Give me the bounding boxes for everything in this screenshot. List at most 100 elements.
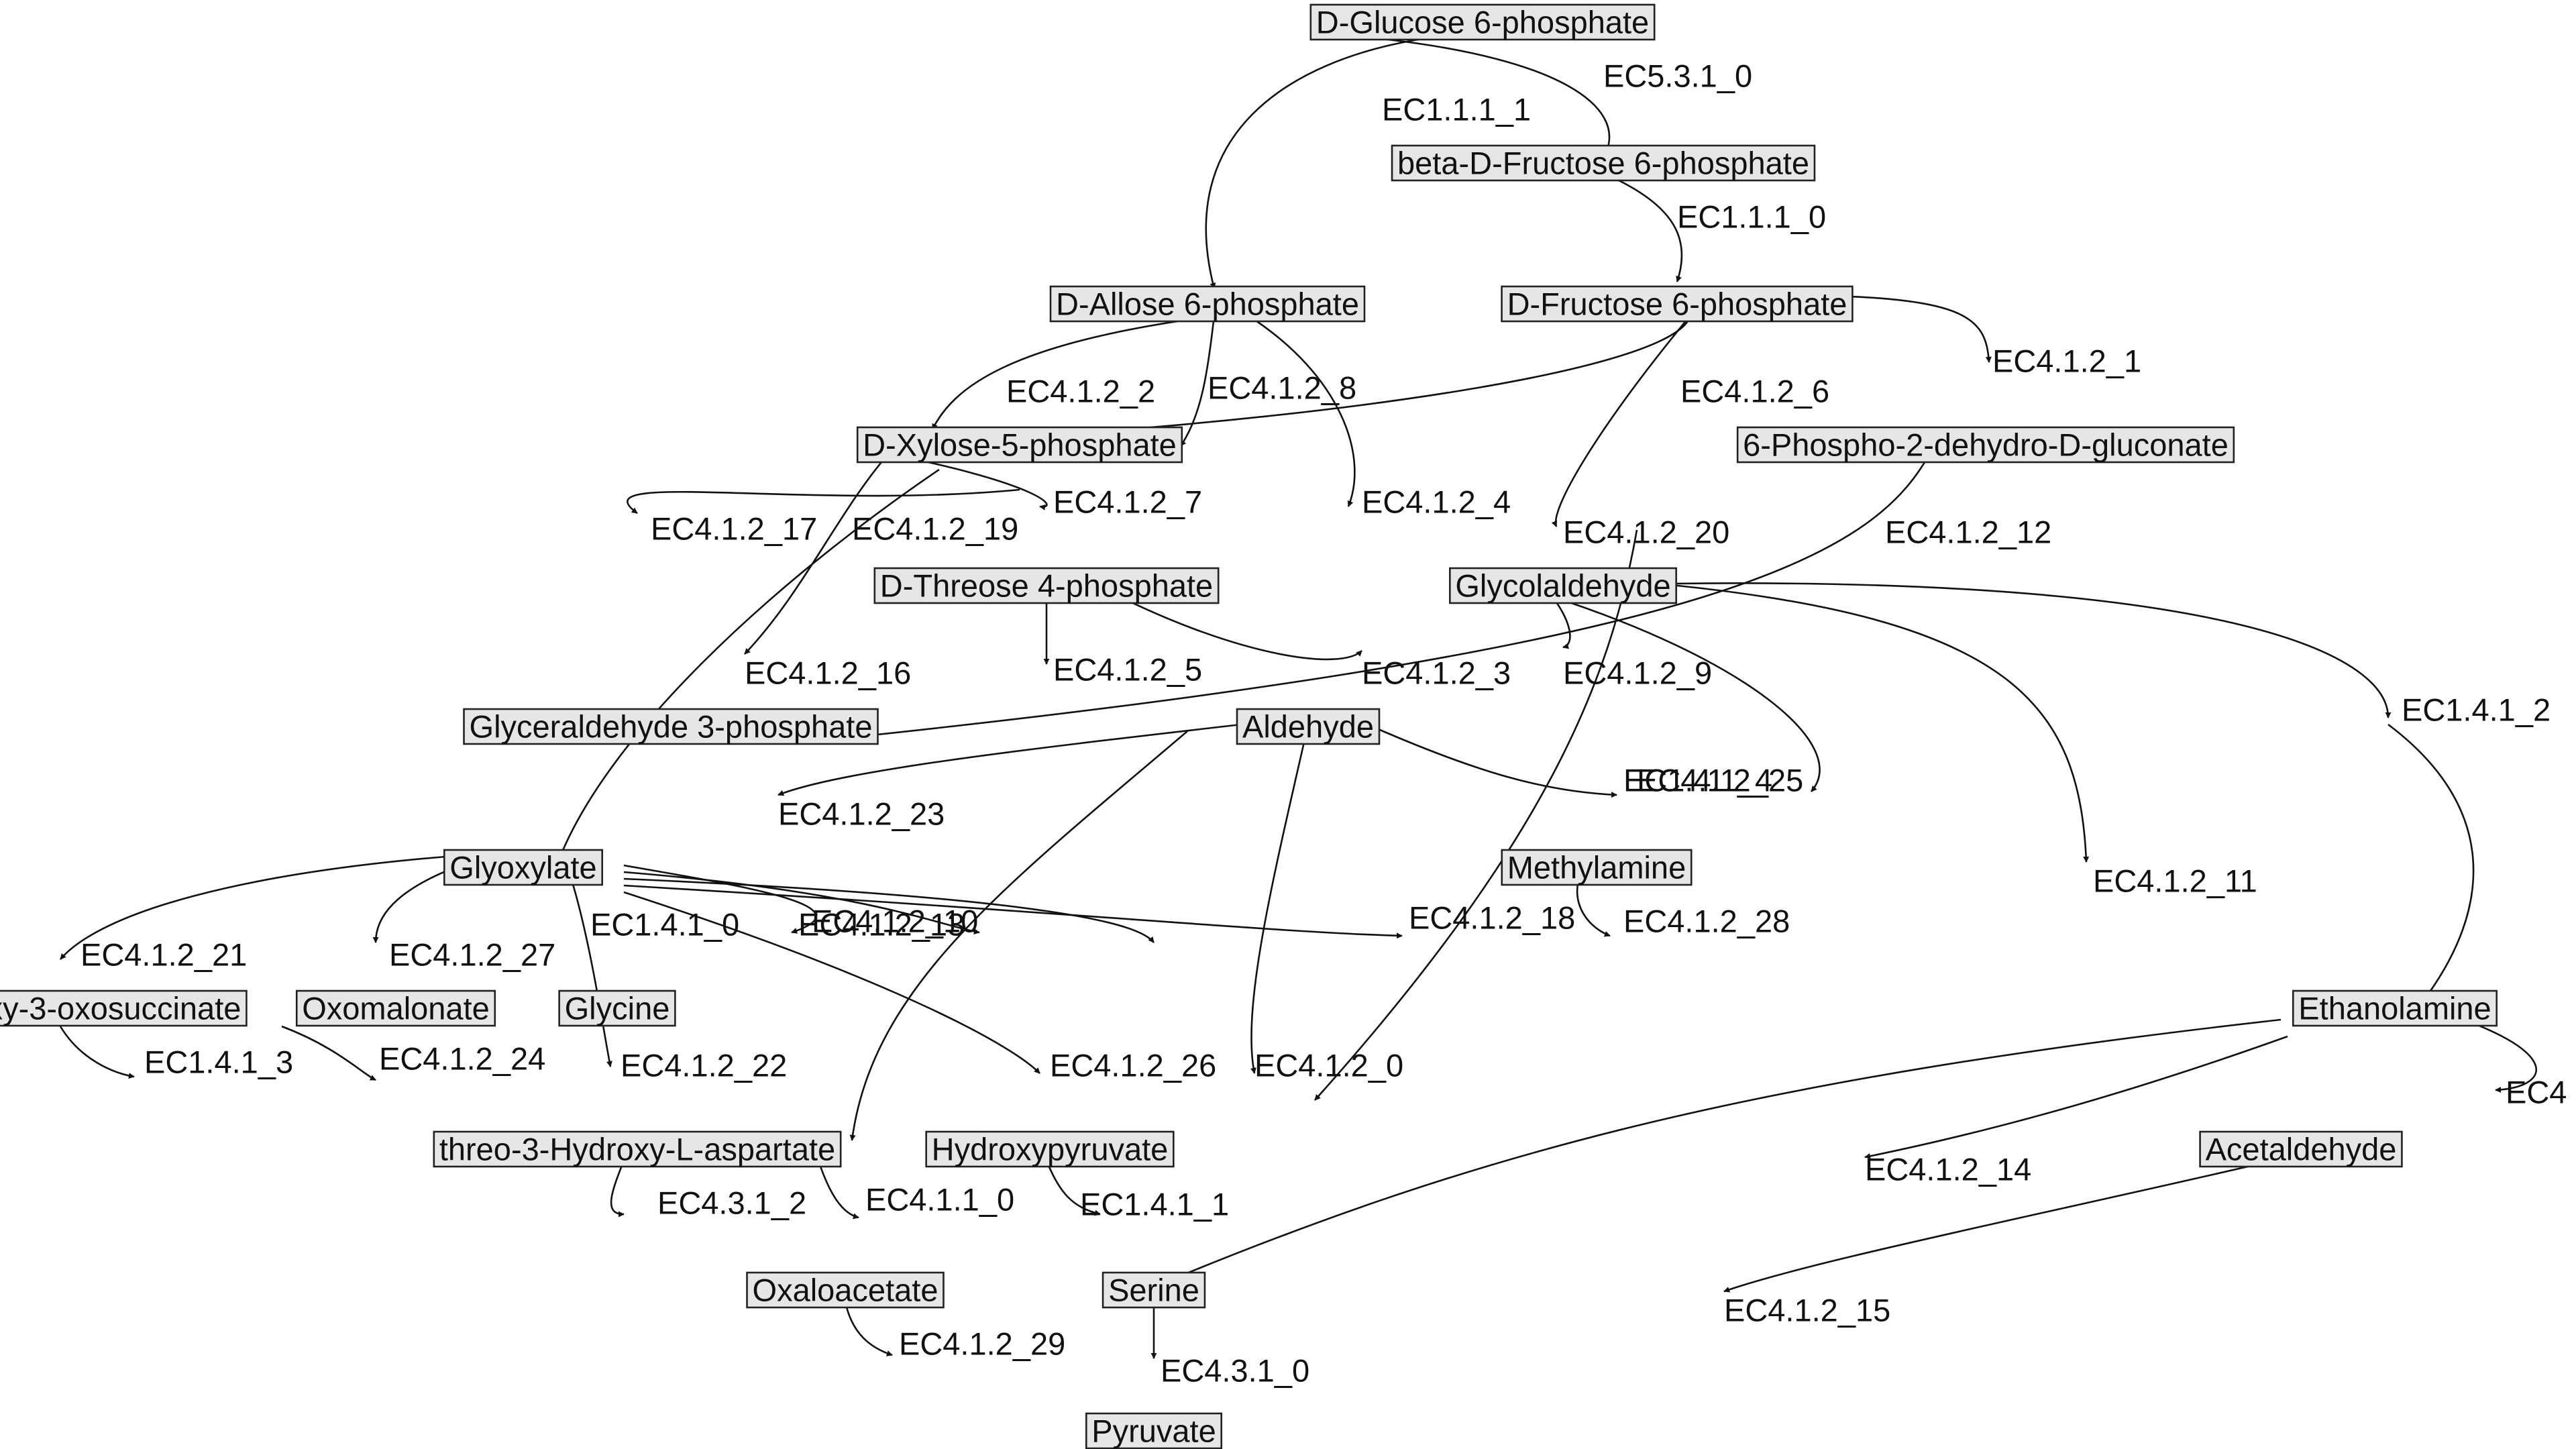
node-box [1391,144,1816,182]
node-x5p: D-Xylose-5-phosphate [856,426,1183,464]
enzyme-label: EC1.4.1_2 [2402,692,2551,728]
reaction-edge [1542,592,1821,792]
reaction-edge [610,1160,625,1218]
node-label: Glyceraldehyde 3-phosphate [470,709,873,745]
node-box [873,567,1220,604]
reaction-edge [1864,1035,2288,1159]
enzyme-label: EC1.1.1_1 [1382,92,1531,127]
node-label: Hydroxypyruvate [932,1132,1169,1167]
enzyme-label: EC4.1.2_21 [80,937,247,973]
reaction-edge [817,1160,859,1220]
node-box [443,849,604,886]
reaction-edge [2387,723,2475,1004]
enzyme-label: EC4.1.2_13 [798,907,965,943]
node-label: Oxaloacetate [753,1273,938,1308]
enzyme-label: EC4.1.2_11 [2093,863,2257,899]
reaction-edge [623,864,817,934]
reaction-edge [1375,727,1617,798]
reaction-edge [281,1025,376,1081]
node-mea: Methylamine [1501,849,1693,886]
enzyme-label: EC4.1.2_5 [1053,652,1202,688]
node-box [1309,3,1656,41]
enzyme-label: EC1.1.1_0 [1677,199,1826,235]
node-hos: xy-3-oxosuccinate [0,989,248,1027]
enzyme-label: EC4.1.2_24 [379,1041,545,1077]
node-box [746,1271,945,1309]
node-oaa: Oxaloacetate [746,1271,945,1309]
node-box [1085,1412,1223,1449]
node-g6p: D-Glucose 6-phosphate [1309,3,1656,41]
node-label: xy-3-oxosuccinate [0,991,241,1026]
enzyme-label: EC4.1.2_8 [1208,370,1356,406]
reaction-edge [777,723,1242,796]
node-oxm: Oxomalonate [295,989,496,1027]
enzyme-label: EC1.4.1_1 [1080,1187,1229,1222]
reaction-edge [1247,314,1356,507]
reaction-edge [1670,582,2392,718]
node-g3p: Glyceraldehyde 3-phosphate [463,708,879,745]
reaction-edge [845,449,1933,741]
node-ald: Aldehyde [1236,708,1381,745]
reaction-edges [59,38,2537,1359]
reaction-edge [1032,315,1692,439]
node-box [1501,849,1693,886]
node-label: Ethanolamine [2298,991,2491,1026]
node-box [856,426,1183,464]
node-hpy: Hydroxypyruvate [925,1130,1175,1168]
reaction-edge [59,1026,135,1079]
enzyme-label: EC4.1.2_14 [1865,1152,2031,1187]
node-box [558,989,676,1027]
reaction-edge [623,884,1403,939]
enzyme-label: EC4.1.2_23 [778,796,945,832]
enzyme-label: EC4.1.1_0 [865,1182,1014,1218]
node-ser: Serine [1102,1271,1206,1309]
enzyme-label: EC5.3.1_0 [1603,58,1752,94]
node-label: beta-D-Fructose 6-phosphate [1397,146,1809,181]
node-label: Glycolaldehyde [1455,568,1670,604]
node-label: Serine [1108,1273,1199,1308]
node-box [0,989,248,1027]
reaction-edge [1381,38,1612,152]
node-label: D-Fructose 6-phosphate [1507,286,1847,322]
enzyme-label: EC4.1.2_27 [389,937,555,973]
enzyme-label: EC4.1.2_10 [812,904,978,939]
enzyme-label: EC1.4.1_3 [144,1044,293,1080]
enzyme-label: EC4.1.2_6 [1680,374,1829,409]
node-label: Methylamine [1507,850,1686,885]
enzyme-label: EC4 [2506,1075,2567,1110]
node-box [1449,567,1677,604]
node-gly: Glycine [558,989,676,1027]
reaction-edge [1723,1159,2275,1293]
enzyme-label: EC4.1.2_25 [1637,763,1803,798]
node-label: 6-Phospho-2-dehydro-D-gluconate [1743,427,2229,463]
node-box [2292,989,2498,1027]
node-box [1102,1271,1206,1309]
node-label: Acetaldehyde [2206,1132,2397,1167]
enzyme-label: EC4.1.2_12 [1885,515,2051,550]
node-label: Glycine [565,991,670,1026]
node-bf6p: beta-D-Fructose 6-phosphate [1391,144,1816,182]
reaction-edge [744,449,893,655]
node-glyc: Glycolaldehyde [1449,567,1677,604]
node-f6p: D-Fructose 6-phosphate [1501,285,1854,323]
reaction-edge [1045,1160,1101,1216]
reaction-edge [1205,38,1423,289]
reaction-edge [1250,724,1309,1074]
node-label: D-Xylose-5-phosphate [863,427,1177,463]
node-box [1236,708,1381,745]
reaction-edge [1551,315,1692,527]
reaction-edge [1656,582,2090,863]
node-label: D-Threose 4-phosphate [880,568,1213,604]
enzyme-label: EC4.1.2_18 [1409,900,1575,936]
node-label: threo-3-Hydroxy-L-aspartate [439,1132,835,1167]
enzyme-label: EC4.1.2_28 [1623,904,1790,939]
enzyme-label: EC4.1.2_0 [1254,1048,1403,1083]
enzyme-label: EC4.1.2_9 [1563,655,1712,691]
node-a6p: D-Allose 6-phosphate [1049,285,1366,323]
node-box [925,1130,1175,1168]
reaction-edge [1613,176,1683,282]
reaction-edge [1314,529,1638,1101]
reaction-edge [60,854,464,960]
node-pyr: Pyruvate [1085,1412,1223,1449]
enzyme-label: EC4.1.2_26 [1050,1048,1216,1083]
